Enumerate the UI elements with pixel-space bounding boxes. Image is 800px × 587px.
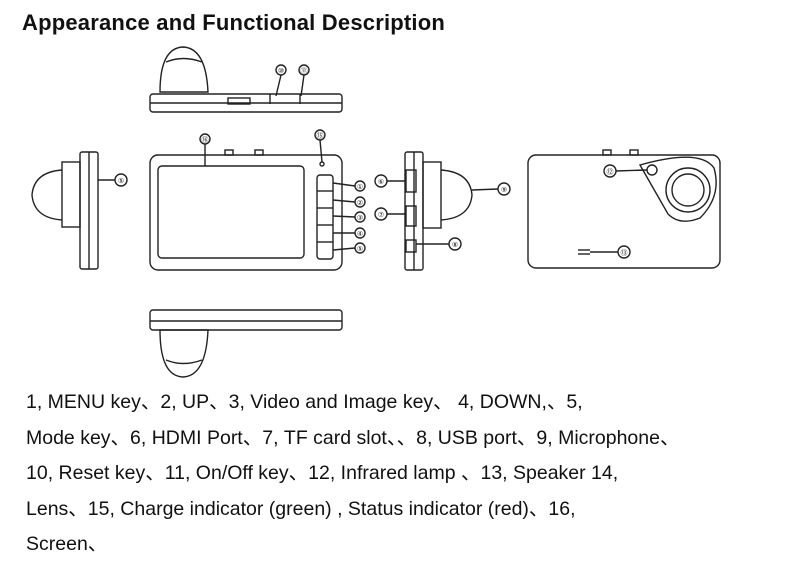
- callout-label-5-side: ⑤: [118, 177, 124, 185]
- callout-label-3: ③: [357, 214, 363, 222]
- ir-lamp: [646, 164, 658, 176]
- front-body: [149, 154, 343, 271]
- bottom-body: [149, 309, 343, 331]
- callout-label-6: ⑥: [378, 178, 384, 186]
- lens: [665, 167, 711, 213]
- front-view: [149, 129, 366, 271]
- callout-label-7: ⑦: [378, 211, 384, 219]
- back-body: [527, 154, 721, 269]
- callout-label-15: ⑮: [317, 132, 324, 140]
- usb-port: [405, 239, 417, 253]
- callout-label-11: ⑪: [301, 67, 308, 75]
- callout-label-16: ⑯: [202, 136, 209, 144]
- screen: [157, 165, 305, 259]
- lens-housing: [638, 156, 717, 222]
- callout-label-2: ②: [357, 199, 363, 207]
- functional-description: 1, MENU key、2, UP、3, Video and Image key…: [26, 391, 680, 555]
- device-diagram: ⑩ ⑪ ⑤ ⑯ ⑮ ① ② ③ ④ ⑤ ⑥ ⑦ ⑧ ⑨ ⑫ ⑬: [31, 46, 721, 378]
- callout-13: [617, 245, 631, 259]
- tf-slot: [405, 205, 417, 227]
- top-view: [149, 46, 343, 113]
- callout-label-9: ⑨: [501, 186, 507, 194]
- callout-label-10: ⑩: [278, 67, 284, 75]
- callout-label-1: ①: [357, 183, 363, 191]
- callout-label-13: ⑬: [621, 249, 628, 257]
- top-lens-shape: [159, 46, 209, 93]
- left-side-view: [31, 151, 128, 270]
- callout-label-8: ⑧: [452, 241, 458, 249]
- callout-15: [314, 129, 326, 141]
- callout-16: [199, 133, 211, 145]
- page-title: Appearance and Functional Description: [22, 10, 446, 35]
- callout-label-12: ⑫: [607, 168, 614, 176]
- bottom-view: [149, 309, 343, 378]
- callout-label-4: ④: [357, 230, 363, 238]
- back-view: [527, 149, 721, 269]
- callout-label-5: ⑤: [357, 245, 363, 253]
- right-side-view: [374, 151, 511, 271]
- bottom-lens-shape: [159, 329, 209, 378]
- button-strip: [316, 174, 334, 260]
